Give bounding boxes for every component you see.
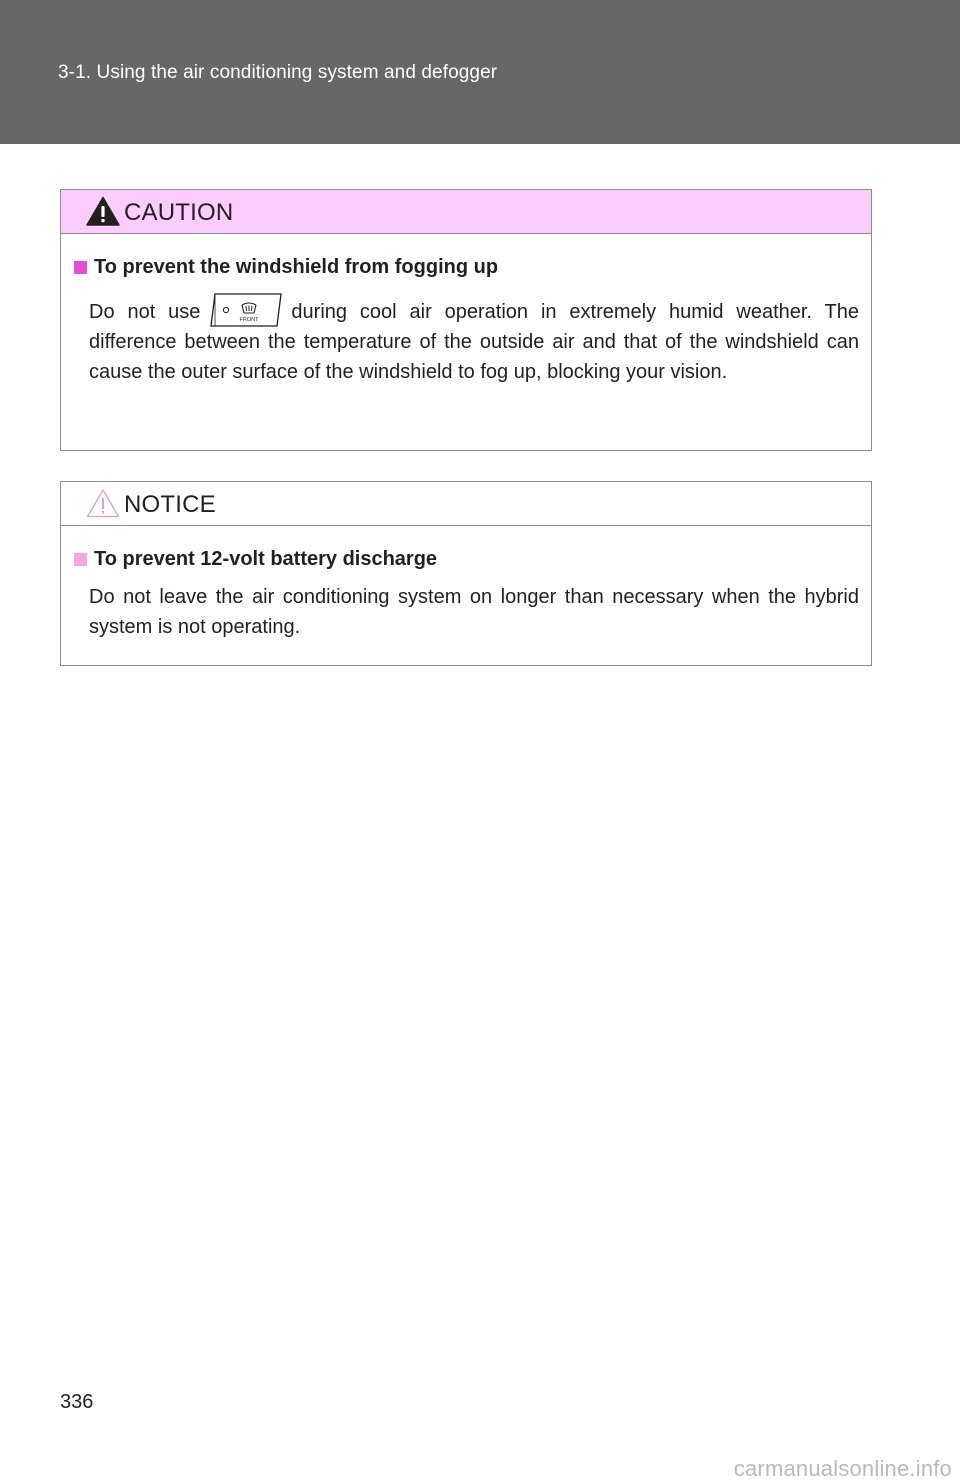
bullet-square-icon — [74, 552, 87, 566]
front-defroster-button-icon: FRONT — [209, 293, 283, 327]
caution-paragraph: Do not use FRONT during cool air operati… — [89, 293, 859, 387]
notice-paragraph: Do not leave the air conditioning system… — [89, 586, 859, 638]
watermark: carmanualsonline.info — [733, 1456, 952, 1481]
caution-box: CAUTION To prevent the windshield from f… — [60, 189, 872, 451]
warning-triangle-outline-icon — [86, 489, 120, 518]
notice-section-title-text: To prevent 12-volt battery discharge — [94, 548, 438, 570]
caution-body: To prevent the windshield from fogging u… — [61, 234, 871, 413]
notice-box: NOTICE To prevent 12-volt battery discha… — [60, 481, 872, 666]
warning-triangle-icon — [86, 196, 120, 226]
header-band: 3-1. Using the air conditioning system a… — [0, 0, 960, 144]
section-header-title: 3-1. Using the air conditioning system a… — [58, 62, 498, 83]
front-label-text: FRONT — [240, 317, 260, 323]
notice-section-title: To prevent 12-volt battery discharge — [74, 546, 859, 572]
caution-section-title: To prevent the windshield from fogging u… — [74, 254, 859, 280]
caution-section-title-text: To prevent the windshield from fogging u… — [94, 256, 499, 278]
notice-label: NOTICE — [124, 491, 216, 518]
page-number: 336 — [60, 1391, 94, 1413]
front-defroster-button-graphic: FRONT — [210, 293, 283, 327]
caution-text-after-icon: during cool air operation in extremely h… — [89, 301, 859, 383]
notice-header: NOTICE — [61, 482, 871, 526]
notice-body: To prevent 12-volt battery discharge Do … — [61, 526, 871, 668]
caution-label: CAUTION — [124, 199, 234, 226]
caution-text-before-icon: Do not use — [89, 301, 201, 323]
bullet-square-icon — [74, 260, 87, 274]
caution-header: CAUTION — [61, 190, 871, 234]
